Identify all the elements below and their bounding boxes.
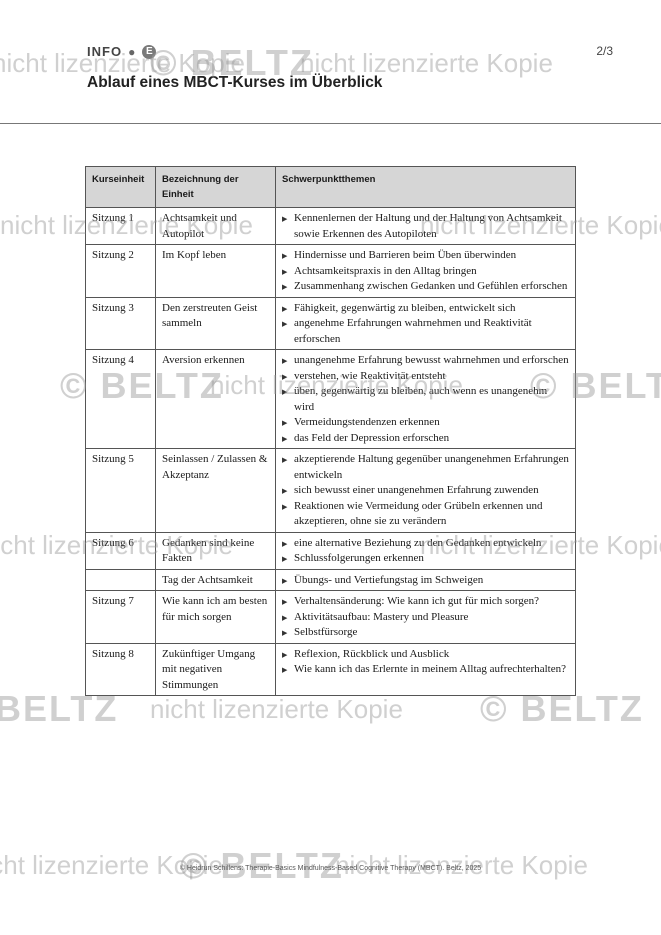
cell-topics: Fähigkeit, gegenwärtig zu bleiben, entwi… xyxy=(275,296,576,350)
topic-item: Reaktionen wie Vermeidung oder Grübeln e… xyxy=(282,499,569,530)
topic-item: eine alternative Beziehung zu den Gedank… xyxy=(282,536,569,551)
cell-unit: Sitzung 5 xyxy=(85,448,156,533)
topic-item: Kennenlernen der Haltung und der Haltung… xyxy=(282,211,569,242)
cell-topics: akzeptierende Haltung gegenüber unangene… xyxy=(275,448,576,533)
cell-name: Seinlassen / Zulassen & Akzeptanz xyxy=(155,448,276,533)
topic-item: Aktivitätsaufbau: Mastery und Pleasure xyxy=(282,610,569,625)
topic-item: akzeptierende Haltung gegenüber unangene… xyxy=(282,452,569,483)
topic-item: Fähigkeit, gegenwärtig zu bleiben, entwi… xyxy=(282,301,569,316)
topic-item: Verhaltensänderung: Wie kann ich gut für… xyxy=(282,594,569,610)
cell-topics: unangenehme Erfahrung bewusst wahrnehmen… xyxy=(275,349,576,449)
cell-unit: Sitzung 4 xyxy=(85,349,156,449)
table-row: Sitzung 2Im Kopf leben Hindernisse und Ba… xyxy=(85,244,576,298)
cell-topics: Verhaltensänderung: Wie kann ich gut für… xyxy=(275,590,576,644)
cell-unit: Sitzung 3 xyxy=(85,296,156,350)
cell-name: Tag der Achtsamkeit xyxy=(155,568,276,591)
cell-topics: Kennenlernen der Haltung und der Haltung… xyxy=(275,207,576,245)
cell-unit: Sitzung 7 xyxy=(85,590,156,644)
cell-name: Den zerstreuten Geist sammeln xyxy=(155,296,276,350)
cell-unit xyxy=(85,568,156,591)
topic-item: verstehen, wie Reaktivität entsteht xyxy=(282,369,569,384)
watermark-logo-text: BELTZ xyxy=(570,365,661,406)
copyright-footer: © Heidrun Schillens: Therapie-Basics Min… xyxy=(179,865,482,872)
topic-list: eine alternative Beziehung zu den Gedank… xyxy=(282,536,569,567)
topic-list: Fähigkeit, gegenwärtig zu bleiben, entwi… xyxy=(282,301,569,348)
badge-e-icon: E xyxy=(142,44,157,59)
topic-item: Vermeidungstendenzen erkennen xyxy=(282,415,569,431)
topic-item: angenehme Erfahrungen wahrnehmen und Rea… xyxy=(282,316,569,347)
watermark-text: nicht lizenzierte Kopie xyxy=(150,694,403,724)
column-header: Schwerpunktthemen xyxy=(275,166,576,208)
course-table: Kurseinheit Bezeichnung der Einheit Schw… xyxy=(85,166,576,696)
bullet-dot-icon: ● xyxy=(128,44,137,59)
column-header: Kurseinheit xyxy=(85,166,156,208)
topic-item: sich bewusst einer unangenehmen Erfahrun… xyxy=(282,483,569,499)
topic-item: Hindernisse und Barrieren beim Üben über… xyxy=(282,248,569,264)
page-title: Ablauf eines MBCT-Kurses im Überblick xyxy=(87,74,383,91)
topic-item: Schlussfolgerungen erkennen xyxy=(282,551,569,567)
header-divider xyxy=(0,123,661,124)
topic-item: Selbstfürsorge xyxy=(282,625,569,641)
header: INFO ● E xyxy=(87,44,157,59)
topic-item: Achtsamkeitspraxis in den Alltag bringen xyxy=(282,264,569,279)
topic-item: Wie kann ich das Erlernte in meinem Allt… xyxy=(282,662,569,678)
topic-list: Verhaltensänderung: Wie kann ich gut für… xyxy=(282,594,569,641)
cell-topics: Übungs- und Vertiefungstag im Schweigen xyxy=(275,568,576,591)
cell-topics: eine alternative Beziehung zu den Gedank… xyxy=(275,531,576,570)
cell-topics: Reflexion, Rückblick und AusblickWie kan… xyxy=(275,642,576,696)
cell-unit: Sitzung 8 xyxy=(85,642,156,696)
cell-unit: Sitzung 6 xyxy=(85,531,156,570)
page-number: 2/3 xyxy=(596,44,613,58)
column-header: Bezeichnung der Einheit xyxy=(155,166,276,208)
cell-name: Aversion erkennen xyxy=(155,349,276,449)
table-header-row: Kurseinheit Bezeichnung der Einheit Schw… xyxy=(85,166,576,208)
topic-list: Hindernisse und Barrieren beim Üben über… xyxy=(282,248,569,295)
section-label: INFO xyxy=(87,44,123,59)
cell-topics: Hindernisse und Barrieren beim Üben über… xyxy=(275,244,576,298)
cell-name: Im Kopf leben xyxy=(155,244,276,298)
cell-name: Zukünftiger Umgang mit negativen Stimmun… xyxy=(155,642,276,696)
topic-list: unangenehme Erfahrung bewusst wahrnehmen… xyxy=(282,353,569,447)
topic-item: Zusammenhang zwischen Gedanken und Gefüh… xyxy=(282,279,569,295)
cell-unit: Sitzung 2 xyxy=(85,244,156,298)
cell-name: Wie kann ich am besten für mich sorgen xyxy=(155,590,276,644)
topic-item: üben, gegenwärtig zu bleiben, auch wenn … xyxy=(282,384,569,415)
cell-unit: Sitzung 1 xyxy=(85,207,156,245)
info-row: INFO ● E xyxy=(87,44,157,59)
topic-list: Reflexion, Rückblick und AusblickWie kan… xyxy=(282,647,569,678)
topic-item: unangenehme Erfahrung bewusst wahrnehmen… xyxy=(282,353,569,369)
cell-name: Achtsamkeit und Autopilot xyxy=(155,207,276,245)
topic-item: Übungs- und Vertiefungstag im Schweigen xyxy=(282,573,569,588)
topic-list: Übungs- und Vertiefungstag im Schweigen xyxy=(282,573,569,588)
table-row: Tag der Achtsamkeit Übungs- und Vertiefun… xyxy=(85,568,576,591)
topic-item: das Feld der Depression erforschen xyxy=(282,431,569,446)
topic-item: Reflexion, Rückblick und Ausblick xyxy=(282,647,569,662)
cell-name: Gedanken sind keine Fakten xyxy=(155,531,276,570)
topic-list: akzeptierende Haltung gegenüber unangene… xyxy=(282,452,569,530)
topic-list: Kennenlernen der Haltung und der Haltung… xyxy=(282,211,569,242)
